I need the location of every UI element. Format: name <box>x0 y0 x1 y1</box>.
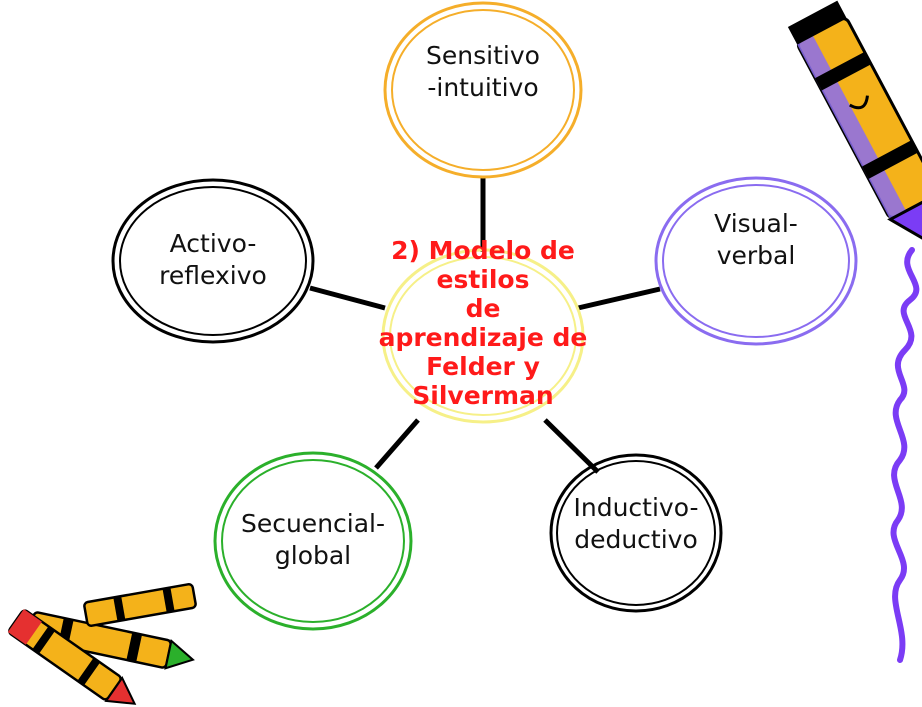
node-label-line: reflexivo <box>159 261 267 290</box>
center-title-line: aprendizaje de <box>378 323 588 352</box>
node-secuencial-global-label: Secuencial- global <box>223 508 403 572</box>
connectors <box>309 176 661 474</box>
node-activo-reflexivo-label: Activo- reflexivo <box>133 228 293 292</box>
node-sensitivo-intuitivo-ring <box>383 1 583 179</box>
node-sensitivo-intuitivo-label: Sensitivo -intuitivo <box>403 40 563 104</box>
node-label-line: deductivo <box>574 525 698 554</box>
node-label-line: Activo- <box>169 229 257 258</box>
center-title-line: Silverman <box>412 381 554 410</box>
node-secuencial-global-ring <box>213 451 413 631</box>
crayon-pile-icon <box>7 583 197 705</box>
node-label-line: verbal <box>716 241 796 270</box>
center-ring <box>381 248 585 424</box>
center-title-line: de <box>465 294 501 323</box>
node-visual-verbal-ring <box>654 176 858 346</box>
node-label-line: -intuitivo <box>427 73 539 102</box>
node-visual-verbal-label: Visual- verbal <box>676 208 836 272</box>
center-title-line: Felder y <box>426 352 540 381</box>
scribble-decoration <box>890 247 920 663</box>
connector-visual <box>577 286 661 311</box>
node-label-line: Sensitivo <box>426 41 540 70</box>
node-label-line: Inductivo- <box>573 493 699 522</box>
center-title-line: estilos <box>436 265 530 294</box>
center-title: 2) Modelo de estilos de aprendizaje de F… <box>373 236 593 410</box>
node-label-line: Secuencial- <box>240 509 386 538</box>
node-label-line: Visual- <box>714 209 798 238</box>
crayon-icon <box>787 0 922 249</box>
connector-inductivo <box>543 418 600 474</box>
node-inductivo-deductivo-ring <box>549 453 723 613</box>
connector-secuencial <box>374 418 420 470</box>
node-inductivo-deductivo-label: Inductivo- deductivo <box>551 492 721 556</box>
node-activo-reflexivo-ring <box>111 178 315 344</box>
connector-activo <box>309 285 386 311</box>
center-title-line: 2) Modelo de <box>391 236 575 265</box>
node-label-line: global <box>274 541 352 570</box>
